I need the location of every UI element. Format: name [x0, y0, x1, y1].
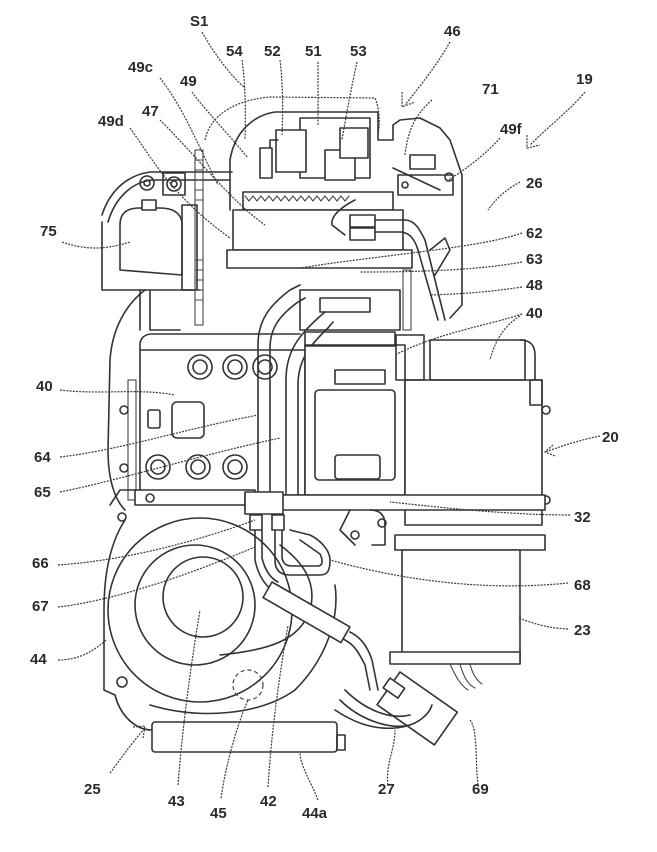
serrated-plate — [226, 191, 413, 269]
leader-65 — [59, 437, 281, 493]
leader-69 — [469, 719, 479, 786]
leader-54 — [241, 59, 246, 141]
leader-45 — [220, 699, 249, 799]
crankcase-44 — [103, 517, 346, 753]
label-53: 53 — [350, 43, 367, 60]
leader-27 — [386, 729, 396, 786]
pipe-fittings — [249, 514, 331, 591]
leader-46-arrow — [404, 41, 451, 106]
arrowhead-46 — [401, 92, 416, 108]
label-65: 65 — [34, 484, 51, 501]
leader-71 — [404, 99, 433, 156]
label-63: 63 — [526, 251, 543, 268]
label-67: 67 — [32, 598, 49, 615]
top-cover-dome — [204, 96, 380, 141]
leader-25-arrow — [109, 727, 146, 774]
label-68: 68 — [574, 577, 591, 594]
reference-labels: S1 54 52 51 53 46 49c 49 71 19 49f 47 49… — [30, 13, 619, 822]
label-42: 42 — [260, 793, 277, 810]
leader-26 — [487, 181, 521, 211]
label-52: 52 — [264, 43, 281, 60]
label-43: 43 — [168, 793, 185, 810]
label-54: 54 — [226, 43, 243, 60]
crossbar-32 — [244, 491, 546, 551]
label-20: 20 — [602, 429, 619, 446]
label-49d: 49d — [98, 113, 124, 130]
leader-43 — [177, 609, 201, 786]
label-49: 49 — [180, 73, 197, 90]
leader-S1 — [201, 31, 246, 89]
box-23 — [389, 549, 521, 691]
leader-44a — [299, 751, 319, 801]
cylinder-head — [109, 333, 306, 522]
arrowhead-19 — [526, 135, 541, 149]
leader-68 — [329, 559, 569, 587]
label-25: 25 — [84, 781, 101, 798]
wiring-harness-top — [331, 199, 451, 331]
leader-40-right-b — [489, 315, 521, 361]
leader-75 — [61, 241, 131, 249]
label-49c: 49c — [128, 59, 153, 76]
leader-49 — [191, 91, 249, 159]
leader-49c — [159, 77, 219, 186]
leader-32 — [389, 501, 571, 516]
leader-19-arrow — [529, 91, 586, 146]
label-66: 66 — [32, 555, 49, 572]
leader-44 — [57, 639, 107, 661]
bracket-71 — [392, 154, 454, 196]
leader-48 — [429, 286, 523, 296]
label-69: 69 — [472, 781, 489, 798]
label-49f: 49f — [500, 121, 523, 138]
middle-block — [299, 289, 406, 496]
label-51: 51 — [305, 43, 322, 60]
label-75: 75 — [40, 223, 57, 240]
label-40-left: 40 — [36, 378, 53, 395]
label-23: 23 — [574, 622, 591, 639]
housing-46 — [229, 111, 463, 319]
leader-62 — [299, 232, 523, 269]
label-19: 19 — [576, 71, 593, 88]
label-40-right: 40 — [526, 305, 543, 322]
arrowhead-25 — [132, 725, 146, 739]
arrowhead-20 — [543, 444, 556, 457]
leader-40-left — [59, 389, 176, 396]
leader-66 — [57, 519, 256, 566]
leader-47 — [159, 119, 266, 226]
tank-75 — [101, 149, 233, 326]
hose-69 — [262, 581, 459, 746]
leader-23 — [517, 617, 569, 630]
label-71: 71 — [482, 81, 499, 98]
label-S1: S1 — [190, 13, 208, 30]
leader-49d — [129, 127, 231, 239]
engine-drawing — [101, 96, 551, 753]
label-62: 62 — [526, 225, 543, 242]
leader-53 — [341, 61, 358, 141]
leader-49f — [444, 137, 501, 183]
label-44a: 44a — [302, 805, 328, 822]
control-unit-block — [259, 117, 371, 181]
label-27: 27 — [378, 781, 395, 798]
leader-63 — [359, 261, 523, 273]
leader-lines — [57, 31, 601, 801]
label-46: 46 — [444, 23, 461, 40]
leader-40-right — [394, 313, 523, 356]
leader-52 — [279, 59, 284, 136]
label-47: 47 — [142, 103, 159, 120]
leader-67 — [57, 546, 256, 608]
leader-20-arrow — [544, 435, 601, 453]
label-44: 44 — [30, 651, 47, 668]
leader-42 — [267, 624, 289, 788]
label-26: 26 — [526, 175, 543, 192]
label-32: 32 — [574, 509, 591, 526]
label-48: 48 — [526, 277, 543, 294]
label-45: 45 — [210, 805, 227, 822]
leader-64 — [59, 414, 259, 458]
label-64: 64 — [34, 449, 51, 466]
